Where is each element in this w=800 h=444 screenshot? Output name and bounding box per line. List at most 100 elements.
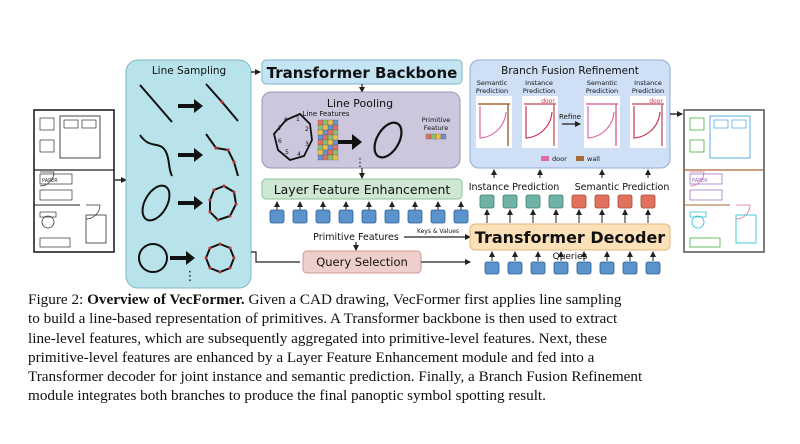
- line-feature-cell: [327, 139, 334, 146]
- bfr-thumb-1: [476, 96, 512, 148]
- semantic-prediction-token: [617, 194, 633, 209]
- query-token: [553, 261, 569, 275]
- instance-prediction-label: Instance Prediction: [469, 182, 560, 193]
- primitive-feature-token: [315, 209, 331, 224]
- branch-fusion-title: Branch Fusion Refinement: [501, 65, 639, 77]
- query-token: [576, 261, 592, 275]
- line-sampling-ellipsis: ⋮: [184, 269, 197, 284]
- line-feature-cell: [332, 129, 339, 136]
- instance-prediction-token: [502, 194, 518, 209]
- bfr-semantic-label-3: Semantic: [587, 79, 618, 87]
- layer-feature-enhancement-title: Layer Feature Enhancement: [274, 182, 451, 197]
- line-feature-cell: [327, 134, 334, 141]
- semantic-prediction-label: Semantic Prediction: [575, 182, 670, 193]
- primitive-feature-token: [430, 209, 446, 224]
- line-pooling-ellipsis: ⋮: [355, 156, 366, 169]
- line-feature-cell: [332, 149, 339, 156]
- caption-line-2: to build a line-based representation of …: [28, 310, 618, 328]
- primitive-feature-token: [361, 209, 377, 224]
- line-feature-cell: [332, 124, 339, 131]
- prediction-tokens: [479, 194, 656, 223]
- query-token: [507, 261, 523, 275]
- line-feature-cell: [327, 119, 334, 126]
- line-feature-cell: [322, 129, 329, 136]
- bfr-instance-label-3: Instance: [634, 79, 662, 87]
- bfr-semantic-label-1: Semantic: [477, 79, 508, 87]
- pool-index-3: 3: [305, 141, 309, 148]
- floorplan-label-right: PAPER: [692, 178, 708, 184]
- transformer-backbone-module: Transformer Backbone: [261, 59, 463, 85]
- vecformer-overview-figure: PAPER Line Sampling ⋮: [33, 59, 765, 289]
- instance-prediction-token: [479, 194, 495, 209]
- input-cad-drawing: PAPER: [33, 109, 115, 253]
- line-feature-cell: [332, 154, 339, 161]
- query-token: [645, 261, 661, 275]
- primitive-feature-label-1: Primitive: [422, 116, 451, 124]
- caption-line-1: Given a CAD drawing, VecFormer first app…: [248, 291, 622, 308]
- queries-label: Queries: [553, 252, 588, 262]
- transformer-decoder-title: Transformer Decoder: [475, 228, 666, 247]
- primitive-feature-vector: [425, 133, 447, 140]
- line-feature-cell: [322, 139, 329, 146]
- line-sampling-title: Line Sampling: [152, 65, 226, 77]
- bfr-instance-label-2: Prediction: [523, 87, 555, 95]
- primitive-feature-token: [338, 209, 354, 224]
- line-feature-cell: [332, 119, 339, 126]
- line-feature-cell: [317, 129, 324, 136]
- line-features-label: Line Features: [303, 110, 350, 118]
- bfr-thumb-3: [584, 96, 620, 148]
- legend-door-label: door: [552, 155, 567, 163]
- caption-title: Overview of VecFormer.: [87, 291, 245, 308]
- semantic-prediction-token: [594, 194, 610, 209]
- transformer-backbone-title: Transformer Backbone: [267, 64, 458, 82]
- pool-index-6: 6: [278, 138, 282, 145]
- caption-line-3: line-level features, which are subsequen…: [28, 329, 608, 347]
- transformer-decoder-module: Transformer Decoder: [469, 223, 671, 251]
- bfr-thumb-2: door: [522, 96, 558, 148]
- refine-label: Refine: [559, 113, 581, 121]
- line-feature-cell: [332, 139, 339, 146]
- keys-values-label: Keys & Values: [417, 228, 459, 235]
- instance-prediction-token: [548, 194, 564, 209]
- line-features-grid: [317, 119, 339, 161]
- line-pooling-title: Line Pooling: [327, 97, 393, 110]
- pool-index-5: 5: [285, 149, 289, 156]
- legend-wall-swatch: [576, 156, 584, 161]
- line-feature-cell: [327, 129, 334, 136]
- caption-line-5: Transformer decoder for joint instance a…: [28, 368, 643, 386]
- branch-fusion-refinement-module: Branch Fusion Refinement Semantic Predic…: [469, 59, 671, 169]
- primitive-feature-token: [453, 209, 469, 224]
- line-feature-cell: [322, 134, 329, 141]
- primitive-feature-token: [384, 209, 400, 224]
- pool-index-0: 0: [284, 117, 288, 124]
- line-sampling-panel: Line Sampling ⋮: [125, 59, 252, 289]
- primitive-features-label: Primitive Features: [313, 232, 399, 243]
- query-tokens: [484, 251, 661, 275]
- semantic-prediction-token: [640, 194, 656, 209]
- line-feature-cell: [332, 144, 339, 151]
- line-feature-cell: [317, 124, 324, 131]
- line-feature-cell: [322, 144, 329, 151]
- line-feature-cell: [332, 134, 339, 141]
- pool-index-4: 4: [297, 151, 301, 158]
- bfr-semantic-label-2: Prediction: [476, 87, 508, 95]
- line-feature-cell: [317, 119, 324, 126]
- door-tag-2: door: [649, 98, 663, 105]
- primitive-feature-token: [407, 209, 423, 224]
- legend-wall-label: wall: [587, 155, 600, 163]
- line-pooling-module: Line Pooling 0 1 2 3 4 5 6 7 Line Featur…: [261, 91, 461, 169]
- semantic-prediction-token: [571, 194, 587, 209]
- line-feature-cell: [327, 154, 334, 161]
- query-selection-module: Query Selection: [302, 250, 422, 274]
- primitive-feature-token: [292, 209, 308, 224]
- line-feature-cell: [317, 154, 324, 161]
- query-token: [530, 261, 546, 275]
- line-feature-cell: [327, 124, 334, 131]
- pool-index-1: 1: [296, 116, 300, 123]
- primitive-feature-label-2: Feature: [424, 124, 449, 132]
- line-feature-cell: [327, 149, 334, 156]
- caption-figure-label: Figure 2:: [28, 291, 84, 308]
- line-feature-cell: [322, 119, 329, 126]
- line-feature-cell: [317, 149, 324, 156]
- layer-feature-enhancement-module: Layer Feature Enhancement: [261, 178, 463, 200]
